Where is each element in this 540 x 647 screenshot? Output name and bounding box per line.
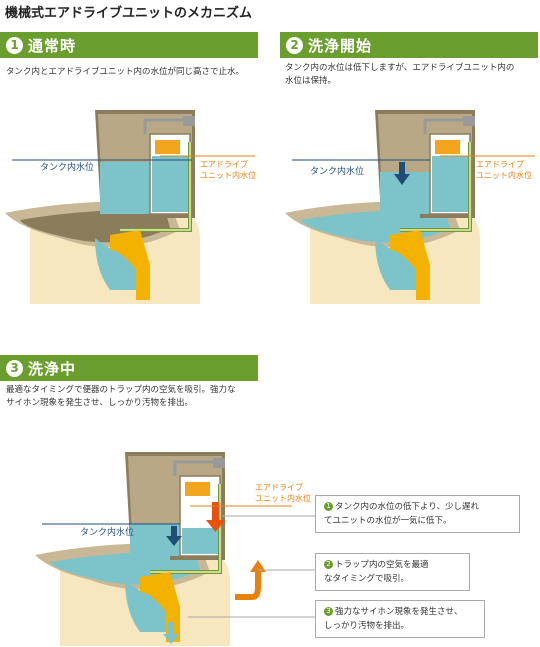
step-3-desc-line-2: サイホン現象を発生させ、しっかり汚物を排出。 — [6, 398, 194, 408]
step-1-title: 通常時 — [28, 36, 77, 55]
step-3-desc-line-1: 最適なタイミングで便器のトラップ内の空気を吸引。強力な — [6, 385, 236, 395]
callout-2-line-2: なタイミングで吸引。 — [324, 574, 410, 584]
step-1-unit-level-label-1: エアドライブ — [200, 159, 248, 169]
callout-1-line-1: タンク内の水位の低下より、少し遅れ — [335, 502, 479, 512]
step-3-unit-level-label-2: ユニット内水位 — [255, 493, 311, 503]
step-2-number: 2 — [286, 36, 303, 54]
step-3-diagram: タンク内水位 エアドライブ ユニット内水位 — [35, 452, 315, 646]
step-3-tank-level-label: タンク内水位 — [80, 526, 134, 538]
step-2-diagram: タンク内水位 エアドライブ ユニット内水位 — [285, 110, 535, 304]
step-2-desc-line-2: 水位は保持。 — [285, 76, 337, 86]
step-2-desc-line-1: タンク内の水位は低下しますが、エアドライブユニット内の — [285, 63, 515, 73]
step-2-title: 洗浄開始 — [308, 36, 373, 55]
callout-3-line-2: しっかり汚物を排出。 — [324, 621, 410, 631]
callout-2-line-1: トラップ内の空気を最適 — [335, 560, 429, 570]
step-3-header: 3 洗浄中 — [0, 355, 258, 381]
page-title: 機械式エアドライブユニットのメカニズム — [5, 6, 253, 21]
step-1-description: タンク内とエアドライブユニット内の水位が同じ高さで止水。 — [6, 67, 245, 77]
step-3-description: 最適なタイミングで便器のトラップ内の空気を吸引。強力な サイホン現象を発生させ、… — [6, 384, 276, 410]
step-2-unit-level-label-2: ユニット内水位 — [476, 170, 532, 180]
step-1-number: 1 — [6, 36, 23, 54]
step-1-header: 1 通常時 — [0, 32, 258, 58]
step-3-number: 3 — [6, 359, 23, 377]
step-2-description: タンク内の水位は低下しますが、エアドライブユニット内の 水位は保持。 — [285, 62, 537, 88]
step-2-unit-level-label-1: エアドライブ — [476, 159, 524, 169]
step-1-tank-level-label: タンク内水位 — [40, 161, 94, 173]
callout-1-line-2: てユニットの水位が一気に低下。 — [324, 516, 452, 526]
callout-3-number: 3 — [324, 607, 333, 616]
callout-2-number: 2 — [324, 560, 333, 569]
step-2-header: 2 洗浄開始 — [280, 32, 538, 58]
callout-1-number: 1 — [324, 502, 333, 511]
step-1-unit-level-label-2: ユニット内水位 — [200, 170, 256, 180]
step-3-title: 洗浄中 — [28, 359, 77, 378]
step-2-tank-level-label: タンク内水位 — [310, 165, 364, 177]
callout-3-line-1: 強力なサイホン現象を発生させ、 — [335, 607, 463, 617]
step-1-diagram: タンク内水位 エアドライブ ユニット内水位 — [5, 110, 256, 304]
step-3-unit-level-label-1: エアドライブ — [255, 482, 303, 492]
